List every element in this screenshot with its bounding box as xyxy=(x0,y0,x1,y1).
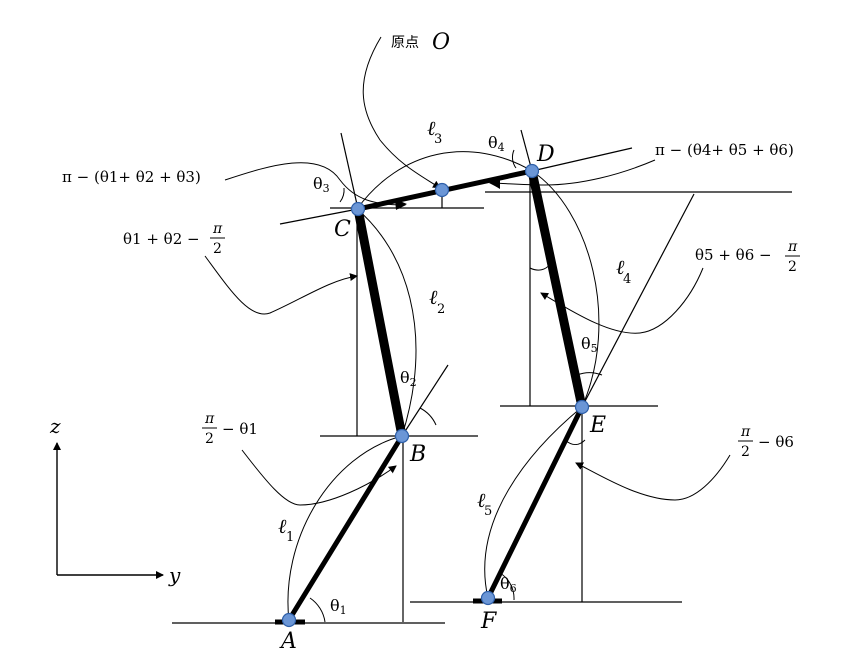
fraction-right-mid: π 2 xyxy=(785,239,800,275)
fraction-theta1-den: 2 xyxy=(205,431,214,447)
expression-right-mid: θ5 + θ6 − xyxy=(695,246,772,264)
angle-label-theta1: θ1 xyxy=(330,596,347,617)
point-label-f: F xyxy=(480,609,497,634)
angle-arc-d-vertical xyxy=(529,263,551,271)
angle-arcs xyxy=(309,149,603,623)
joint-a xyxy=(281,612,297,628)
extension-line-c-up xyxy=(340,132,359,210)
expression-left-top: π − (θ1+ θ2 + θ3) xyxy=(62,168,201,186)
joint-c xyxy=(350,201,366,217)
angle-arc-theta2 xyxy=(419,407,437,426)
point-label-o: O xyxy=(432,30,450,55)
link-label-l3-sub: 3 xyxy=(434,132,442,147)
expression-left-mid: θ1 + θ2 − xyxy=(123,230,200,248)
arc-l1 xyxy=(287,435,403,622)
point-label-b: B xyxy=(409,442,426,467)
leader-origin xyxy=(362,36,441,189)
expression-theta1: − θ1 xyxy=(222,420,258,438)
point-label-e: E xyxy=(589,413,606,438)
link-label-l4-sub: 4 xyxy=(623,272,631,287)
axes xyxy=(53,442,164,579)
joint-o xyxy=(434,182,450,198)
fraction-left-mid-num: π xyxy=(212,221,223,237)
link-label-l2-sub: 2 xyxy=(437,302,445,317)
link-label-l2: ℓ xyxy=(429,285,438,309)
link-label-l5-sub: 5 xyxy=(484,504,492,519)
reference-lines xyxy=(172,129,792,624)
extension-line-b xyxy=(401,364,449,437)
fraction-right-mid-den: 2 xyxy=(788,259,797,275)
angle-label-theta6: θ6 xyxy=(500,574,517,595)
link-ef xyxy=(485,404,585,601)
fraction-theta6-num: π xyxy=(740,424,751,440)
arc-l5 xyxy=(484,406,583,599)
fraction-left-mid: π 2 xyxy=(210,221,225,257)
arc-l2 xyxy=(356,208,417,437)
link-arcs xyxy=(287,151,600,622)
joint-e xyxy=(574,399,590,415)
links xyxy=(286,166,587,623)
joint-f xyxy=(480,590,496,606)
arrowhead-cd-right xyxy=(490,178,500,189)
point-label-c: C xyxy=(334,217,351,242)
link-label-l1: ℓ xyxy=(278,514,287,538)
fraction-theta6: π 2 xyxy=(738,424,753,460)
leader-right-mid xyxy=(540,267,704,334)
link-label-l1-sub: 1 xyxy=(286,530,294,545)
link-label-l5: ℓ xyxy=(477,488,486,512)
angle-label-theta4: θ4 xyxy=(488,133,505,154)
angle-arc-theta4 xyxy=(511,149,517,169)
link-bc xyxy=(353,204,407,441)
link-label-l4: ℓ xyxy=(616,255,625,279)
ground-bars xyxy=(275,598,502,625)
extension-line-e xyxy=(581,193,695,408)
point-label-a: A xyxy=(279,629,297,654)
angle-arc-theta3 xyxy=(339,187,345,203)
fraction-right-mid-num: π xyxy=(787,239,798,255)
angle-arc-theta5 xyxy=(576,372,603,376)
fraction-left-mid-den: 2 xyxy=(213,241,222,257)
extension-line-c-left xyxy=(279,208,359,225)
leader-theta6 xyxy=(575,454,731,501)
axis-label-y: y xyxy=(168,563,181,587)
arrowhead-cd-left xyxy=(395,199,407,210)
fraction-theta6-den: 2 xyxy=(741,444,750,460)
fraction-theta1: π 2 xyxy=(202,411,217,447)
link-label-l3: ℓ xyxy=(427,116,436,140)
leader-curves xyxy=(204,36,731,506)
angle-label-theta2: θ2 xyxy=(400,368,417,389)
leader-left-mid xyxy=(204,255,358,315)
point-label-d: D xyxy=(536,142,555,167)
joint-b xyxy=(394,428,410,444)
angle-label-theta3: θ3 xyxy=(313,174,330,195)
origin-label: 原点 xyxy=(391,35,419,51)
axis-label-z: z xyxy=(49,414,61,438)
expression-theta6: − θ6 xyxy=(758,433,794,451)
extension-line-d-right xyxy=(531,147,633,172)
angle-label-theta5: θ5 xyxy=(581,334,598,355)
leader-right-top xyxy=(489,159,656,188)
joint-d xyxy=(524,163,540,179)
arc-l3 xyxy=(356,151,533,210)
link-de xyxy=(527,166,587,412)
labels: A B C D E F O 原点 ℓ 1 ℓ 2 ℓ 3 ℓ 4 ℓ 5 θ1 … xyxy=(49,30,800,654)
fraction-theta1-num: π xyxy=(204,411,215,427)
angle-arc-theta1 xyxy=(309,597,326,623)
expression-right-top: π − (θ4+ θ5 + θ6) xyxy=(655,141,794,159)
joints xyxy=(281,163,590,628)
link-ab xyxy=(286,433,405,623)
leader-theta1 xyxy=(241,449,397,506)
